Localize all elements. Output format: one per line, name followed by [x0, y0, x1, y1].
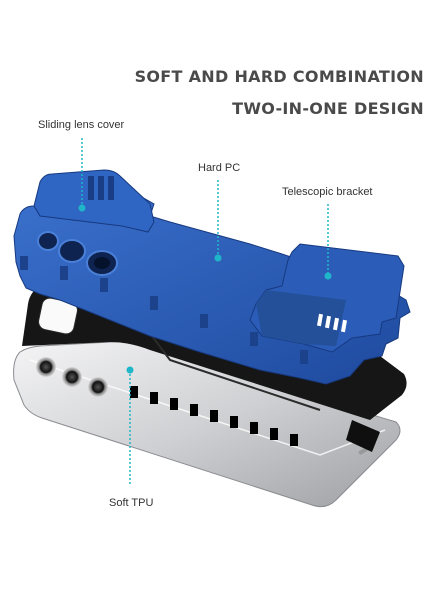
phone-lens-3	[88, 377, 108, 397]
callout-hard-pc: Hard PC	[198, 162, 241, 174]
callout-soft-tpu: Soft TPU	[109, 497, 154, 509]
hard-pc-case	[13, 169, 411, 385]
telescopic-bracket	[249, 243, 405, 353]
headline-line-1: SOFT AND HARD COMBINATION	[134, 67, 424, 86]
marker-bracket	[324, 272, 332, 280]
marker-hard-pc	[214, 254, 222, 262]
sliding-lens-cover	[33, 169, 155, 233]
marker-soft-tpu	[126, 366, 134, 374]
phone-lens-2	[62, 367, 82, 387]
headline-line-2: TWO-IN-ONE DESIGN	[232, 99, 424, 118]
marker-lens-cover	[78, 204, 86, 212]
callout-markers	[78, 138, 332, 486]
camera-cutouts	[37, 231, 118, 276]
phone-lens-1	[36, 357, 56, 377]
callout-telescopic-bracket: Telescopic bracket	[282, 186, 373, 198]
callout-lens-cover: Sliding lens cover	[38, 119, 125, 131]
